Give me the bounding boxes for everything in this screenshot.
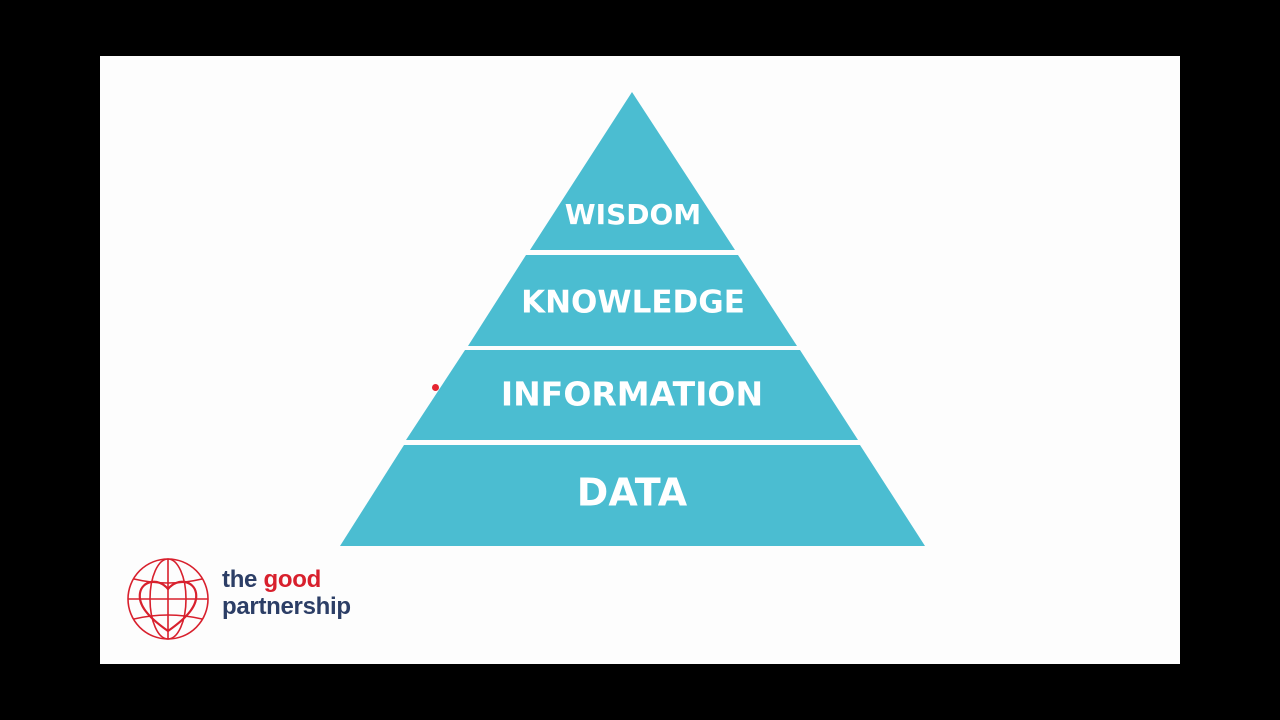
presentation-slide: WISDOM KNOWLEDGE INFORMATION DATA the [100, 56, 1180, 664]
pyramid-layer-wisdom [530, 92, 735, 250]
dikw-pyramid: WISDOM KNOWLEDGE INFORMATION DATA [340, 92, 925, 546]
pyramid-layer-knowledge [468, 255, 797, 346]
globe-heart-icon [127, 558, 209, 640]
layer-label-wisdom: WISDOM [565, 198, 701, 231]
layer-label-information: INFORMATION [501, 375, 763, 414]
layer-label-data: DATA [577, 471, 688, 515]
pyramid-layer-information [406, 350, 858, 440]
the-good-partnership-logo: the good partnership [126, 556, 386, 642]
logo-word-partnership: partnership [222, 593, 351, 620]
logo-word-the: the [222, 566, 258, 593]
layer-label-knowledge: KNOWLEDGE [521, 285, 745, 321]
logo-word-good: good [263, 566, 321, 593]
laser-pointer-dot [432, 384, 439, 391]
logo-wordmark: the good partnership [222, 566, 351, 620]
pyramid-layer-data [340, 445, 925, 546]
